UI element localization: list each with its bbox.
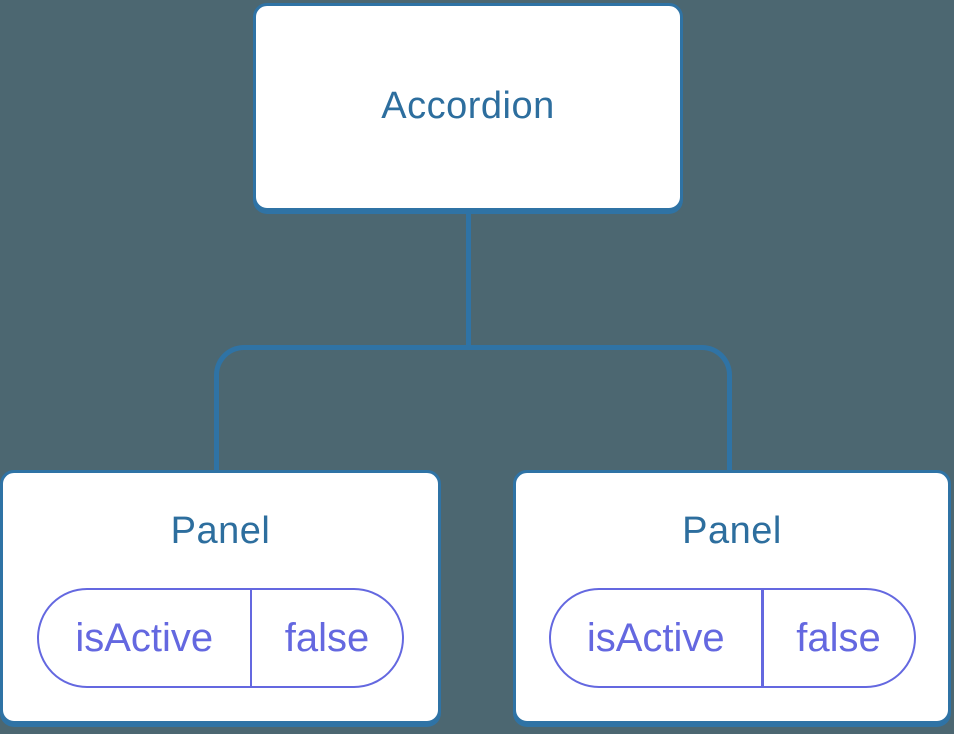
panel-node-1: Panel isActive false: [0, 470, 441, 724]
accordion-node: Accordion: [253, 3, 683, 211]
panel-2-state-name: isActive: [586, 615, 725, 660]
panel-2-state-value: false: [796, 615, 881, 660]
panel-1-state-value: false: [284, 615, 370, 660]
children-connector-bracket: [214, 345, 732, 473]
panel-node-2-label: Panel: [682, 510, 782, 552]
panel-1-state-pill: isActive false: [37, 588, 404, 689]
panel-node-2: Panel isActive false: [513, 470, 951, 724]
panel-1-state-name: isActive: [75, 615, 214, 660]
panel-node-1-label: Panel: [170, 510, 271, 552]
panel-2-state-pill: isActive false: [548, 588, 916, 689]
pill-divider: [249, 590, 253, 687]
root-connector-stem: [466, 208, 471, 348]
accordion-node-label: Accordion: [381, 85, 555, 128]
pill-divider: [761, 590, 764, 687]
